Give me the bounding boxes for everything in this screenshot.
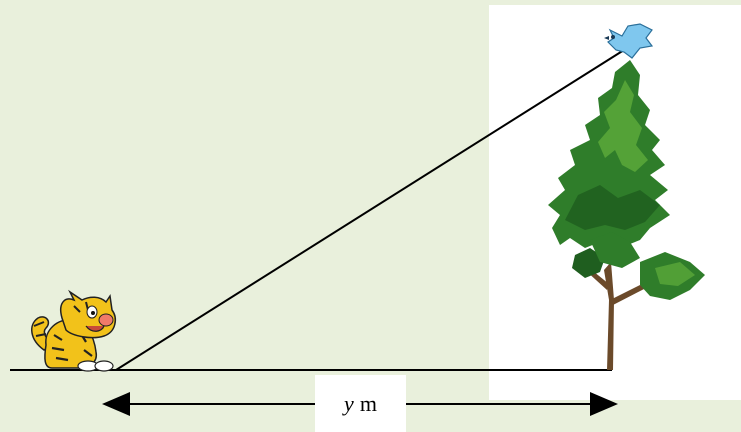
distance-variable: y — [344, 390, 354, 416]
tree-icon — [548, 60, 705, 370]
cat-icon — [31, 289, 117, 372]
distance-unit: m — [359, 390, 377, 416]
line-of-sight — [115, 49, 625, 371]
bird-icon — [604, 23, 654, 59]
distance-label: y m — [315, 375, 406, 432]
